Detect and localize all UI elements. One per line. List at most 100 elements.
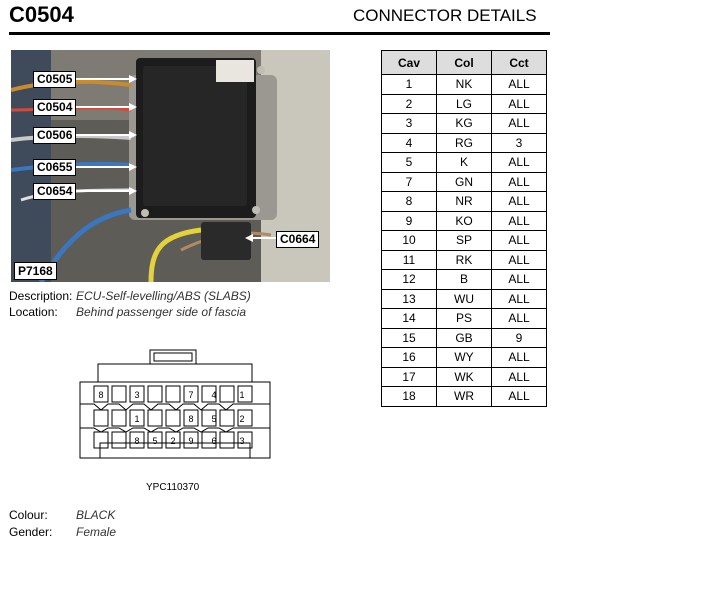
pin-label: 6 bbox=[211, 436, 216, 446]
cell-cav: 18 bbox=[381, 386, 437, 407]
cell-cct: ALL bbox=[491, 152, 547, 173]
cell-cav: 12 bbox=[381, 269, 437, 290]
cell-cct: 9 bbox=[491, 327, 547, 348]
cell-col: LG bbox=[436, 93, 492, 114]
pin-label: 1 bbox=[239, 390, 244, 400]
cell-cav: 14 bbox=[381, 308, 437, 329]
cell-cct: ALL bbox=[491, 93, 547, 114]
pin-label: 4 bbox=[211, 390, 216, 400]
description-value: ECU-Self-levelling/ABS (SLABS) bbox=[76, 289, 251, 303]
description-label: Description: bbox=[9, 289, 73, 303]
cell-cav: 5 bbox=[381, 152, 437, 173]
page-title: CONNECTOR DETAILS bbox=[353, 6, 537, 25]
cell-cct: ALL bbox=[491, 113, 547, 134]
ecu-photo-drawing bbox=[11, 50, 330, 282]
cell-cav: 10 bbox=[381, 230, 437, 251]
cell-col: WR bbox=[436, 386, 492, 407]
cell-cct: ALL bbox=[491, 347, 547, 368]
callout-c0505: C0505 bbox=[33, 71, 77, 88]
cell-col: KG bbox=[436, 113, 492, 134]
cell-cct: ALL bbox=[491, 249, 547, 270]
location-label: Location: bbox=[9, 305, 58, 319]
pin-label: 5 bbox=[152, 436, 157, 446]
cell-col: RK bbox=[436, 249, 492, 270]
cell-col: WK bbox=[436, 366, 492, 387]
connector-face-diagram: 8 3 7 4 1 1 8 5 2 8 5 2 9 6 3 bbox=[79, 349, 271, 459]
pin-label: 8 bbox=[98, 390, 103, 400]
cell-cav: 17 bbox=[381, 366, 437, 387]
cell-cav: 1 bbox=[381, 74, 437, 95]
cell-cct: ALL bbox=[491, 269, 547, 290]
callout-c0506: C0506 bbox=[33, 127, 77, 144]
pin-label: 3 bbox=[239, 436, 244, 446]
ecu-photo: C0505 C0504 C0506 C0655 C0654 C0664 P716… bbox=[11, 50, 330, 282]
header-cav: Cav bbox=[381, 50, 437, 75]
cell-col: RG bbox=[436, 132, 492, 153]
location-value: Behind passenger side of fascia bbox=[76, 305, 247, 319]
cell-col: NR bbox=[436, 191, 492, 212]
cell-cct: ALL bbox=[491, 308, 547, 329]
cell-col: B bbox=[436, 269, 492, 290]
cell-cct: ALL bbox=[491, 210, 547, 231]
cell-cav: 11 bbox=[381, 249, 437, 270]
pin-label: 8 bbox=[134, 436, 139, 446]
gender-label: Gender: bbox=[9, 525, 53, 539]
callout-c0654: C0654 bbox=[33, 183, 77, 200]
connector-id-title: C0504 bbox=[9, 2, 74, 27]
cell-cct: ALL bbox=[491, 74, 547, 95]
pin-label: 7 bbox=[188, 390, 193, 400]
cell-cav: 4 bbox=[381, 132, 437, 153]
pin-label: 3 bbox=[134, 390, 139, 400]
connector-part-number: YPC110370 bbox=[146, 482, 200, 493]
pin-label: 5 bbox=[211, 414, 216, 424]
cell-cav: 2 bbox=[381, 93, 437, 114]
cell-col: SP bbox=[436, 230, 492, 251]
cell-col: KO bbox=[436, 210, 492, 231]
cell-cav: 9 bbox=[381, 210, 437, 231]
cell-col: NK bbox=[436, 74, 492, 95]
callout-c0504: C0504 bbox=[33, 99, 77, 116]
header-col: Col bbox=[436, 50, 492, 75]
cell-col: GB bbox=[436, 327, 492, 348]
cell-cav: 3 bbox=[381, 113, 437, 134]
cell-col: WY bbox=[436, 347, 492, 368]
cell-cct: ALL bbox=[491, 386, 547, 407]
pin-label: 9 bbox=[188, 436, 193, 446]
cell-cct: ALL bbox=[491, 191, 547, 212]
gender-value: Female bbox=[76, 525, 117, 539]
photo-id-label: P7168 bbox=[14, 262, 57, 280]
cell-cct: 3 bbox=[491, 132, 547, 153]
cell-cav: 8 bbox=[381, 191, 437, 212]
callout-c0655: C0655 bbox=[33, 159, 77, 176]
cell-cct: ALL bbox=[491, 288, 547, 309]
colour-value: BLACK bbox=[76, 508, 116, 522]
header-cct: Cct bbox=[491, 50, 547, 75]
cell-col: WU bbox=[436, 288, 492, 309]
header-rule bbox=[9, 32, 550, 35]
cell-cct: ALL bbox=[491, 230, 547, 251]
pin-label: 1 bbox=[134, 414, 139, 424]
cell-cav: 15 bbox=[381, 327, 437, 348]
cell-cav: 7 bbox=[381, 171, 437, 192]
table-header-row: Cav Col Cct bbox=[381, 50, 547, 75]
pin-label: 2 bbox=[170, 436, 175, 446]
cell-col: K bbox=[436, 152, 492, 173]
